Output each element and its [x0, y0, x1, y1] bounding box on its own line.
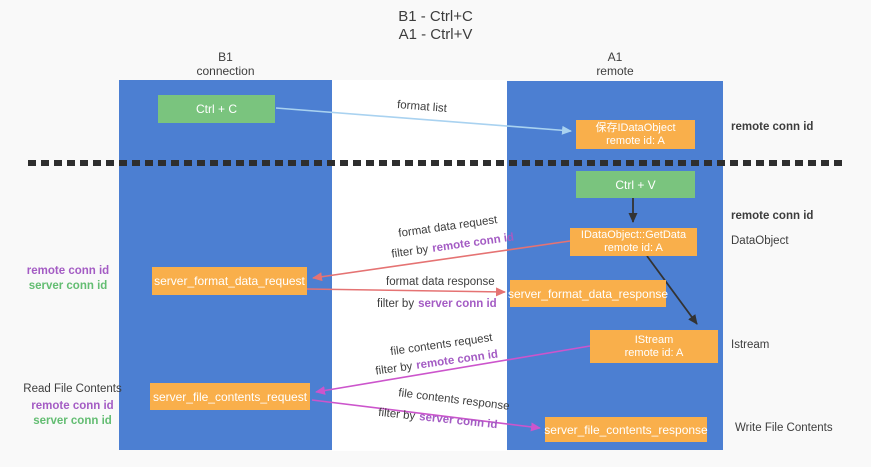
server-format-data-request-box: server_format_data_request — [152, 267, 307, 295]
server-file-contents-response-label: server_file_contents_response — [544, 422, 708, 437]
remote-conn-id-side-label: remote conn id — [26, 265, 110, 277]
istream-side-label: Istream — [731, 339, 770, 351]
conn-id-legend-file: Read File Contents remote conn id server… — [10, 382, 135, 429]
column-header-a1: A1 remote — [507, 50, 723, 78]
server-conn-id-text: server conn id — [418, 298, 497, 310]
conn-id-legend-format: remote conn id server conn id — [18, 264, 118, 294]
format-data-response-label: format data response — [386, 276, 495, 288]
ctrl-v-label: Ctrl + V — [615, 177, 656, 192]
remote-conn-id-side-label: remote conn id — [731, 210, 814, 222]
server-conn-id-side-label: server conn id — [28, 280, 108, 292]
read-file-contents-label: Read File Contents — [23, 383, 122, 395]
save-dataobject-box: 保存IDataObject remote id: A — [576, 120, 695, 149]
istream-line1: IStream — [634, 333, 674, 346]
ctrl-v-box: Ctrl + V — [576, 171, 695, 198]
istream-box: IStream remote id: A — [590, 330, 718, 363]
server-file-contents-request-label: server_file_contents_request — [152, 389, 308, 404]
save-dataobject-line2: remote id: A — [606, 134, 665, 147]
istream-line2: remote id: A — [624, 346, 684, 359]
filter-by-text: filter by — [377, 298, 415, 310]
diagram-title: B1 - Ctrl+C A1 - Ctrl+V — [0, 8, 871, 44]
column-header-b1: B1 connection — [119, 50, 332, 78]
column-a1-name: A1 — [607, 50, 623, 64]
dataobject-side-label: DataObject — [731, 235, 789, 247]
server-file-contents-response-box: server_file_contents_response — [544, 417, 708, 442]
remote-conn-id-side-label: remote conn id — [731, 121, 814, 133]
getdata-line2: remote id: A — [604, 242, 663, 254]
column-b1-name: B1 — [218, 50, 233, 64]
title-line-1: B1 - Ctrl+C — [398, 8, 473, 25]
write-file-contents-label: Write File Contents — [735, 422, 833, 434]
ctrl-c-label: Ctrl + C — [195, 102, 237, 116]
server-format-data-response-box: server_format_data_response — [507, 280, 669, 307]
getdata-box: IDataObject::GetData remote id: A — [570, 228, 697, 256]
server-conn-id-side-label: server conn id — [33, 415, 112, 427]
column-b1-subtitle: connection — [196, 64, 255, 78]
column-a1-subtitle: remote — [596, 64, 634, 78]
server-format-data-response-label: server_format_data_response — [507, 286, 669, 301]
ctrl-c-box: Ctrl + C — [158, 95, 275, 123]
title-line-2: A1 - Ctrl+V — [398, 26, 473, 43]
getdata-line1: IDataObject::GetData — [580, 229, 687, 241]
server-format-data-request-label: server_format_data_request — [154, 274, 305, 288]
server-file-contents-request-box: server_file_contents_request — [150, 383, 310, 410]
remote-conn-id-side-label: remote conn id — [31, 400, 114, 412]
save-dataobject-line1: 保存IDataObject — [595, 121, 676, 134]
